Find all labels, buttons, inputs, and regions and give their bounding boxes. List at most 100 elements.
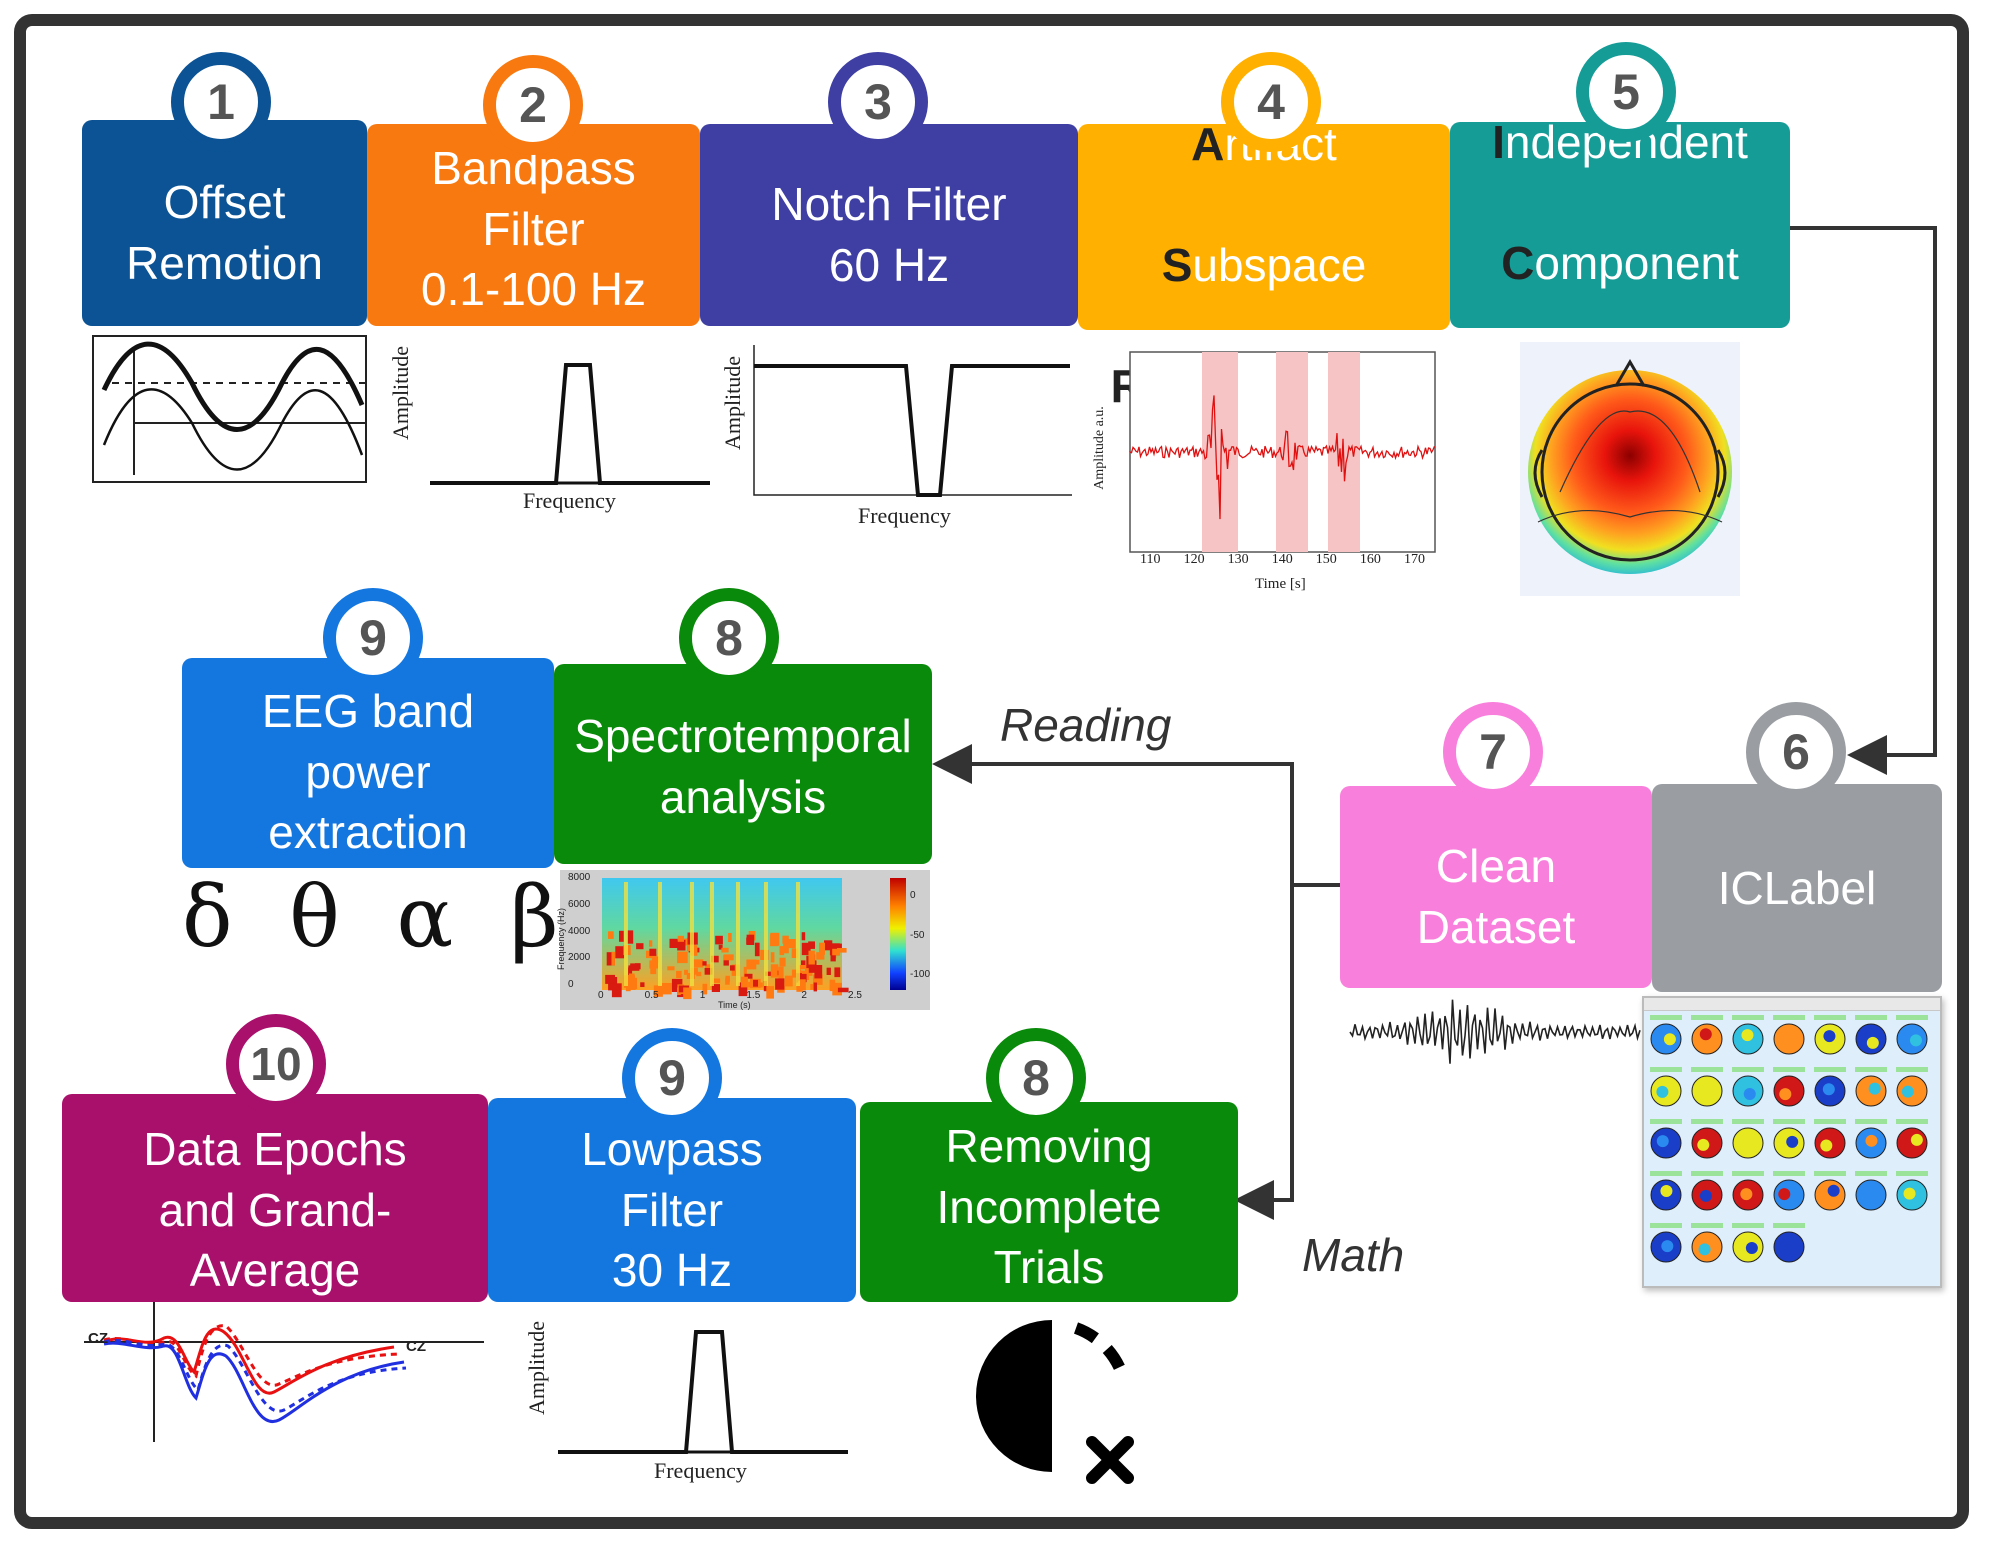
notch-ylabel: Amplitude (720, 355, 746, 451)
spectrogram-burst (832, 982, 842, 996)
step-iclabel: ICLabel (1652, 784, 1942, 992)
lowpass-xlabel: Frequency (654, 1458, 747, 1483)
acronym-letter: C (1501, 237, 1535, 289)
spectrogram-burst (778, 966, 784, 980)
spectrogram-burst (677, 951, 688, 964)
spectrogram-ylabel: Frequency (Hz) (556, 907, 567, 971)
branch-label-reading: Reading (1000, 699, 1172, 751)
component-topoplot-grid (1650, 1015, 1928, 1263)
component-topoplot (1822, 1083, 1835, 1096)
step-number-badge: 9 (622, 1028, 722, 1128)
component-label-bar (1691, 1119, 1723, 1124)
notch-response-figure (753, 345, 1072, 497)
spectrogram-burst (610, 983, 615, 990)
component-label-bar (1691, 1015, 1723, 1020)
step-label: Bandpass Filter 0.1-100 Hz (420, 141, 646, 316)
spectrogram-xticks: 0 0.5 1 1.5 2 2.5 (598, 990, 862, 1001)
spectrogram-burst (650, 965, 657, 975)
lowpass-ylabel: Amplitude (524, 1320, 550, 1416)
component-topoplot (1656, 1135, 1669, 1148)
spectrogram-burst (649, 940, 653, 947)
spectrogram-burst (705, 964, 713, 969)
component-label-bar (1650, 1119, 1682, 1124)
spectrogram-burst (667, 966, 675, 971)
tick-label: 120 (1183, 552, 1205, 567)
spectrogram-burst (711, 955, 719, 963)
spectrogram-burst (808, 941, 815, 949)
spectrogram-burst (753, 979, 758, 987)
colorbar (890, 878, 906, 990)
arrow-ica-to-iclabel (1790, 226, 1937, 775)
component-label-bar (1814, 1171, 1846, 1176)
bandpass-ylabel: Amplitude (388, 345, 414, 441)
component-label-bar (1896, 1067, 1928, 1072)
component-label-bar (1896, 1171, 1928, 1176)
step-label: Clean Dataset (1416, 840, 1576, 953)
step-independent-component-analysis: Independent Component Analysis (1450, 116, 1790, 410)
component-label-bar (1773, 1171, 1805, 1176)
spectrogram-burst (785, 939, 796, 949)
diagram-frame (14, 14, 1969, 1529)
component-topoplot (1865, 1191, 1878, 1204)
spectrogram-burst (746, 959, 757, 970)
spectrogram-burst (628, 973, 635, 979)
spectrogram-burst (782, 935, 789, 944)
asr-xticks: 110 120 130 140 150 160 170 (1130, 552, 1435, 568)
step-eeg-band-power-extraction: EEG band power extraction (182, 658, 554, 868)
component-label-bar (1814, 1067, 1846, 1072)
spectrogram-burst (684, 969, 688, 975)
spectrogram-burst (832, 948, 841, 956)
grand-average-erp-figure (84, 1302, 484, 1442)
spectrogram-yticks: 8000 6000 4000 2000 0 (568, 872, 590, 990)
spectrogram-burst (723, 954, 734, 961)
tick-label: 140 (1271, 552, 1293, 567)
spectrogram-burst (764, 882, 768, 986)
spectrogram-burst (611, 951, 615, 966)
component-topoplot (1779, 1088, 1792, 1101)
spectrogram-burst (658, 882, 662, 986)
tick-label: 2 (801, 990, 807, 1001)
step-number-badge: 6 (1746, 702, 1846, 802)
component-label-bar (1732, 1015, 1764, 1020)
erp-blue-solid (103, 1341, 405, 1424)
step-number-badge: 1 (171, 52, 271, 152)
step-label: ubspace (1192, 239, 1367, 291)
offset-signal (101, 341, 365, 432)
offset-sine-figure (92, 335, 367, 483)
spectrogram-figure (560, 870, 930, 1010)
spectrogram-burst (669, 938, 678, 948)
component-label-bar (1814, 1119, 1846, 1124)
asr-xlabel: Time [s] (1255, 576, 1306, 592)
spectrogram-burst (730, 965, 735, 971)
component-topoplot (1909, 1034, 1922, 1047)
spectrogram-xlabel: Time (s) (718, 1000, 751, 1010)
component-topoplot (1778, 1188, 1791, 1201)
step-data-epochs-grand-average: Data Epochs and Grand- Average (62, 1094, 488, 1302)
tick-label: 0 (598, 990, 604, 1001)
bandpass-xlabel: Frequency (523, 488, 616, 513)
spectrogram-burst (796, 882, 800, 986)
spectrogram-burst (702, 983, 708, 995)
tick-label: 2.5 (848, 990, 862, 1001)
spectrogram-burst (628, 965, 640, 971)
centered-signal (102, 388, 364, 471)
step-label: Offset Remotion (126, 176, 323, 289)
tick-label: 6000 (568, 898, 591, 910)
step-number-badge: 2 (483, 55, 583, 155)
spectrogram-burst (608, 931, 614, 939)
spectrogram-burst (784, 975, 793, 987)
spectrogram-burst (611, 983, 622, 998)
component-topoplot (1699, 1028, 1712, 1041)
spectrogram-burst (775, 978, 785, 990)
component-label-bar (1650, 1223, 1682, 1228)
spectrogram-burst (628, 967, 633, 976)
passband-curve (558, 1330, 848, 1454)
spectrogram-burst (738, 982, 748, 997)
spectrogram-burst (770, 934, 778, 947)
component-topoplot (1741, 1029, 1754, 1042)
component-topoplot (1868, 1082, 1881, 1095)
spectrogram-burst (770, 964, 779, 978)
notch-xlabel: Frequency (858, 503, 951, 528)
eeg-trace (1349, 999, 1641, 1064)
spectrogram-burst (830, 949, 836, 962)
